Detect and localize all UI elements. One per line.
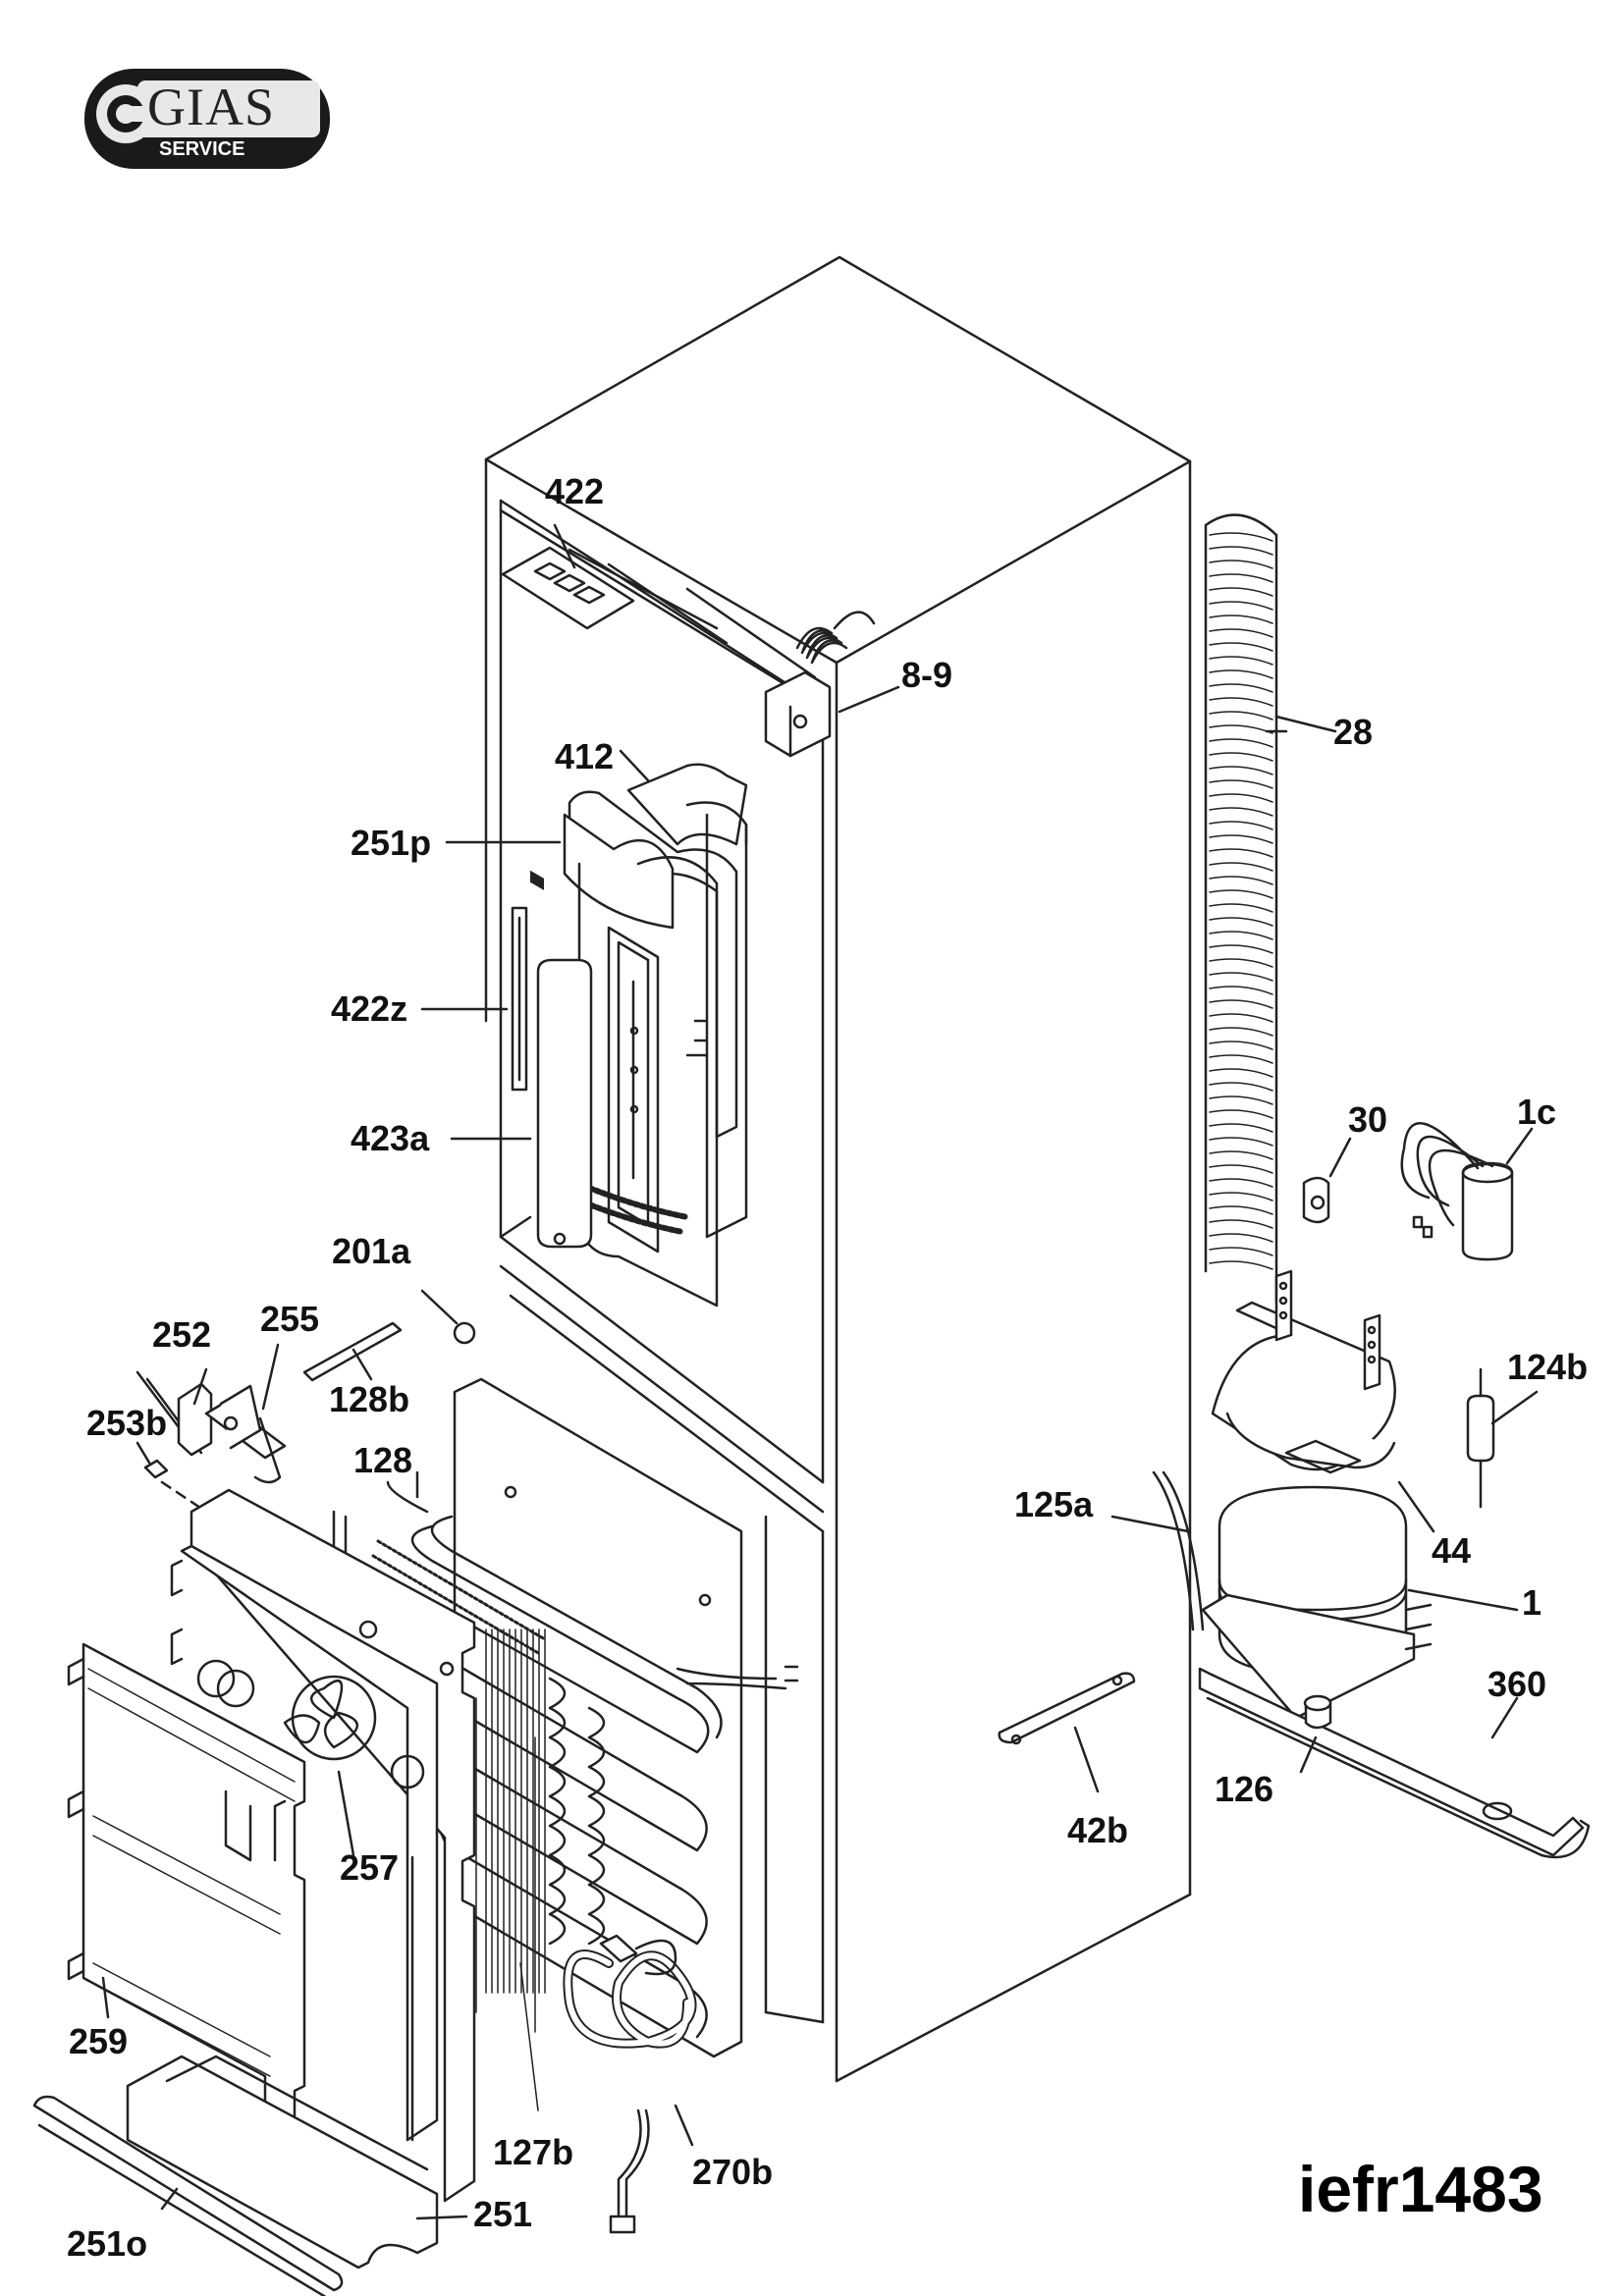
filter-drier-124b xyxy=(1466,1367,1539,1509)
compressor-1 xyxy=(1201,1485,1519,1720)
gias-service-logo xyxy=(84,69,330,169)
fan-motor-252 xyxy=(135,1343,287,1514)
label-30: 30 xyxy=(1348,1099,1388,1140)
label-124b: 124b xyxy=(1507,1347,1589,1387)
label-423a: 423a xyxy=(351,1118,430,1158)
label-128: 128 xyxy=(353,1440,413,1480)
label-412: 412 xyxy=(555,736,615,776)
label-44: 44 xyxy=(1432,1530,1472,1571)
lamp-cover-423a xyxy=(450,958,593,1249)
label-201a: 201a xyxy=(332,1231,411,1271)
control-board-422 xyxy=(501,523,635,890)
label-1c: 1c xyxy=(1517,1092,1557,1132)
drawing-code: iefr1483 xyxy=(1298,2153,1543,2225)
brand-subtitle: SERVICE xyxy=(159,138,245,160)
label-28: 28 xyxy=(1333,712,1374,752)
floor-tray-251 xyxy=(126,2055,468,2269)
label-259: 259 xyxy=(69,2021,129,2061)
label-126: 126 xyxy=(1215,1769,1274,1809)
fan-housing-257 xyxy=(170,1488,476,2203)
screw-201a xyxy=(420,1289,476,1345)
thermostat-8-9 xyxy=(764,611,900,758)
label-42b: 42b xyxy=(1067,1810,1129,1850)
drain-heater-270b xyxy=(563,1934,697,2234)
fridge-cabinet xyxy=(484,255,1192,2083)
label-257: 257 xyxy=(340,1847,400,1888)
label-422: 422 xyxy=(545,471,605,511)
label-422z: 422z xyxy=(331,988,408,1029)
label-270b: 270b xyxy=(692,2152,774,2192)
label-251o: 251o xyxy=(67,2223,148,2264)
label-251: 251 xyxy=(473,2194,533,2234)
shelf-trim-251o xyxy=(32,2095,344,2296)
evaporator-fins xyxy=(371,1539,606,2111)
overload-relay-30 xyxy=(1302,1137,1352,1224)
label-8-9: 8-9 xyxy=(901,655,953,695)
label-251p: 251p xyxy=(351,823,432,863)
label-252: 252 xyxy=(152,1314,212,1355)
suction-pipe-125a xyxy=(1110,1470,1205,1631)
label-255: 255 xyxy=(260,1299,320,1339)
label-125a: 125a xyxy=(1014,1484,1094,1524)
evaporator-cover-412 xyxy=(445,749,748,1308)
light-switch-422z xyxy=(420,906,528,1092)
drip-tray-44 xyxy=(1211,1269,1435,1533)
label-127b: 127b xyxy=(493,2132,574,2172)
bracket-42b xyxy=(998,1672,1136,1793)
label-253b: 253b xyxy=(86,1403,168,1443)
label-360: 360 xyxy=(1488,1664,1547,1704)
condenser-28 xyxy=(1204,513,1337,1303)
label-128b: 128b xyxy=(329,1379,410,1419)
label-1: 1 xyxy=(1522,1582,1542,1623)
grommet-126 xyxy=(1299,1694,1332,1774)
gasket-128b xyxy=(302,1321,403,1382)
capacitor-1c xyxy=(1400,1122,1534,1261)
brand-name: GIAS xyxy=(147,78,276,136)
back-wall-259 xyxy=(67,1642,306,2132)
base-rail-360 xyxy=(1198,1667,1591,1859)
